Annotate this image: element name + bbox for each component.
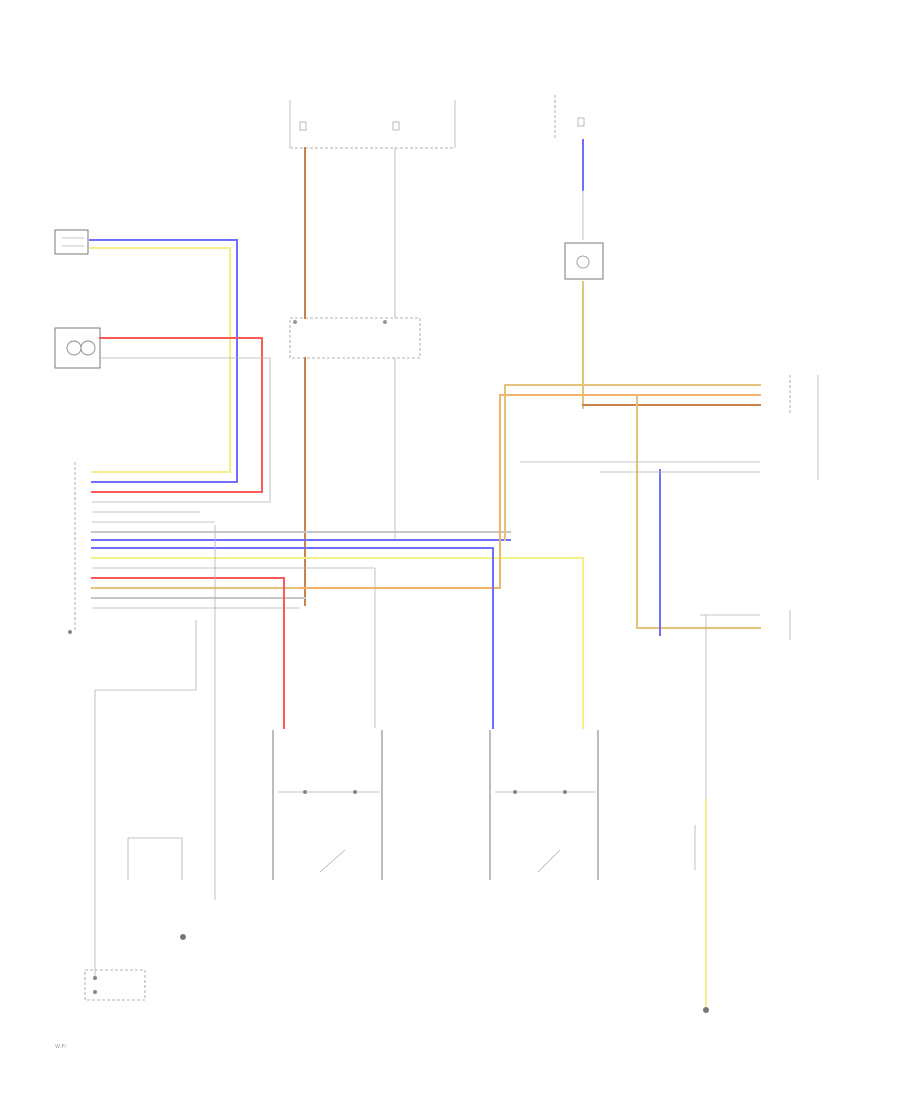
sensor-icon — [66, 340, 82, 356]
ground-icon — [180, 934, 186, 940]
footnote: W-Fl — [55, 1044, 66, 1050]
right-runs — [299, 384, 761, 636]
sensor-icon — [80, 340, 96, 356]
sensor-upper-left — [54, 229, 89, 255]
fuse-icon — [577, 117, 585, 127]
fuse-icon — [299, 121, 307, 131]
ground-wire-right — [694, 799, 709, 1013]
relay-top-right — [564, 139, 604, 409]
main-feeds — [304, 147, 396, 606]
switch-module-left — [272, 730, 383, 880]
junction-box-middle — [289, 317, 421, 359]
connector-right-upper — [789, 375, 819, 480]
ground-icon — [703, 1007, 709, 1013]
ground-area-left — [84, 525, 216, 1001]
sensor-lower-left — [54, 327, 101, 369]
fuse-icon — [392, 121, 400, 131]
fuse-block-top — [289, 95, 585, 149]
connector-right-middle — [700, 610, 791, 800]
ecu-connector — [68, 462, 76, 634]
connector-bus — [91, 511, 584, 609]
sensor-wires — [89, 239, 271, 503]
switch-contact-icon — [319, 849, 346, 873]
switch-module-right — [489, 730, 599, 880]
switch-drops — [283, 547, 584, 729]
switch-contact-icon — [537, 849, 561, 873]
relay-coil-icon — [576, 255, 590, 269]
